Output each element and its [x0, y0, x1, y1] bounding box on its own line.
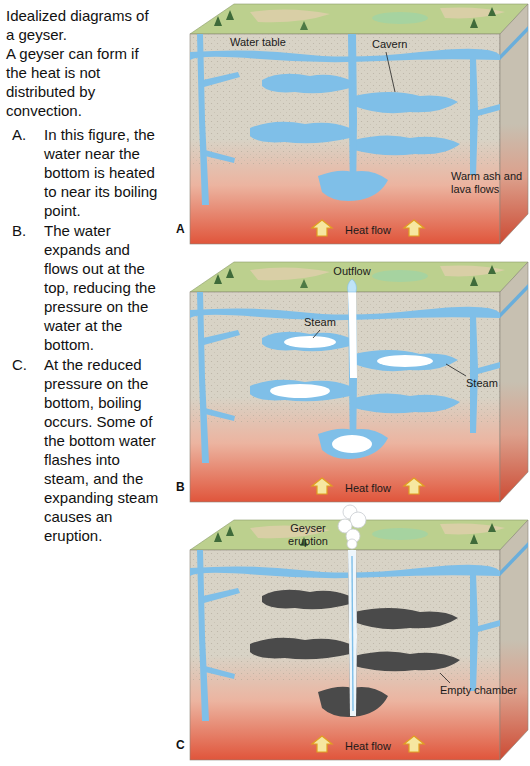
panel-letter: A — [176, 222, 185, 236]
list-marker: A. — [12, 125, 26, 144]
panel-c — [190, 505, 528, 760]
description-text: In this figure, the water near the botto… — [44, 125, 168, 220]
description-text: At the reduced pressure on the bottom, b… — [44, 355, 168, 545]
part-label: Steam — [466, 377, 498, 390]
heat-flow-label: Heat flow — [345, 740, 391, 753]
description-text: The water expands and flows out at the t… — [44, 221, 168, 354]
part-label: Empty chamber — [440, 684, 517, 697]
part-label: Outflow — [333, 265, 370, 278]
description-text: A geyser can form if the heat is not dis… — [6, 44, 156, 120]
part-label: Geyser eruption — [280, 522, 336, 548]
part-label: Cavern — [372, 38, 407, 51]
heat-flow-label: Heat flow — [345, 482, 391, 495]
panel-letter: C — [176, 738, 185, 752]
panel-b — [190, 262, 528, 502]
part-label: Water table — [230, 36, 286, 49]
part-label: Warm ash and lava flows — [451, 170, 526, 196]
heat-flow-label: Heat flow — [345, 224, 391, 237]
diagram-title: Idealized diagrams of a geyser. — [6, 6, 156, 44]
panel-letter: B — [176, 480, 185, 494]
panel-a — [190, 4, 528, 244]
list-marker: B. — [12, 221, 26, 240]
list-marker: C. — [12, 355, 27, 374]
part-label: Steam — [304, 316, 336, 329]
